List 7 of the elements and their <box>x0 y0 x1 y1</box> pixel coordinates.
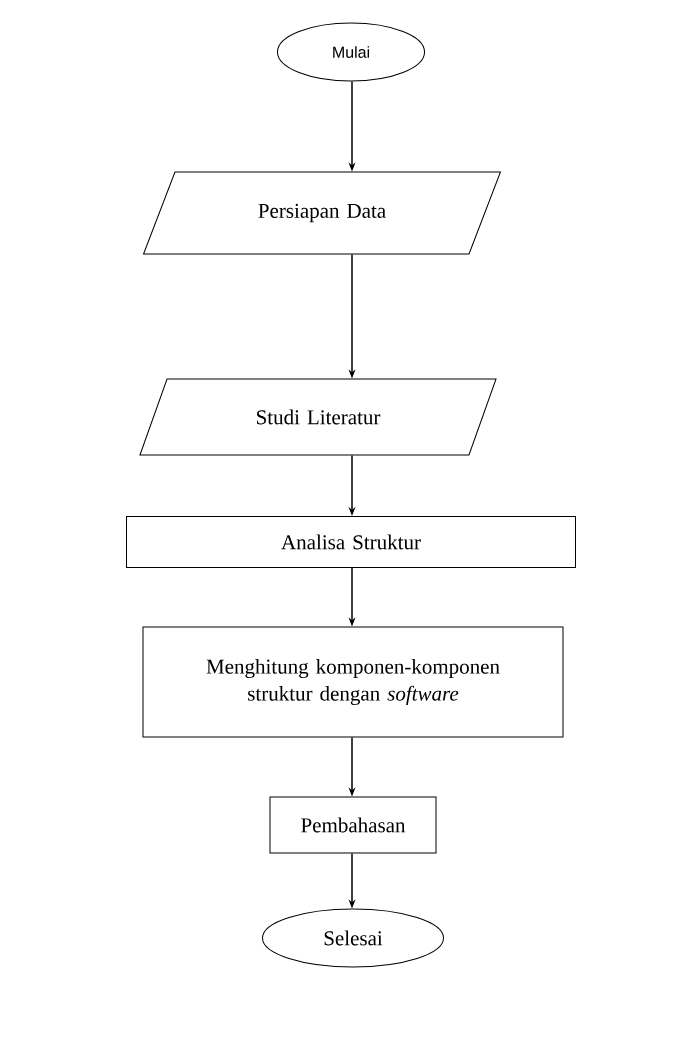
process-box: Analisa Struktur <box>126 516 576 568</box>
process-box: Pembahasan <box>269 796 437 854</box>
process-box: Menghitung komponen-komponen struktur dengan software <box>142 626 564 738</box>
terminal-oval: Mulai <box>276 22 426 82</box>
terminal-oval: Selesai <box>262 908 444 968</box>
data-parallelogram: Studi Literatur <box>139 378 497 456</box>
data-parallelogram: Persiapan Data <box>143 171 501 255</box>
